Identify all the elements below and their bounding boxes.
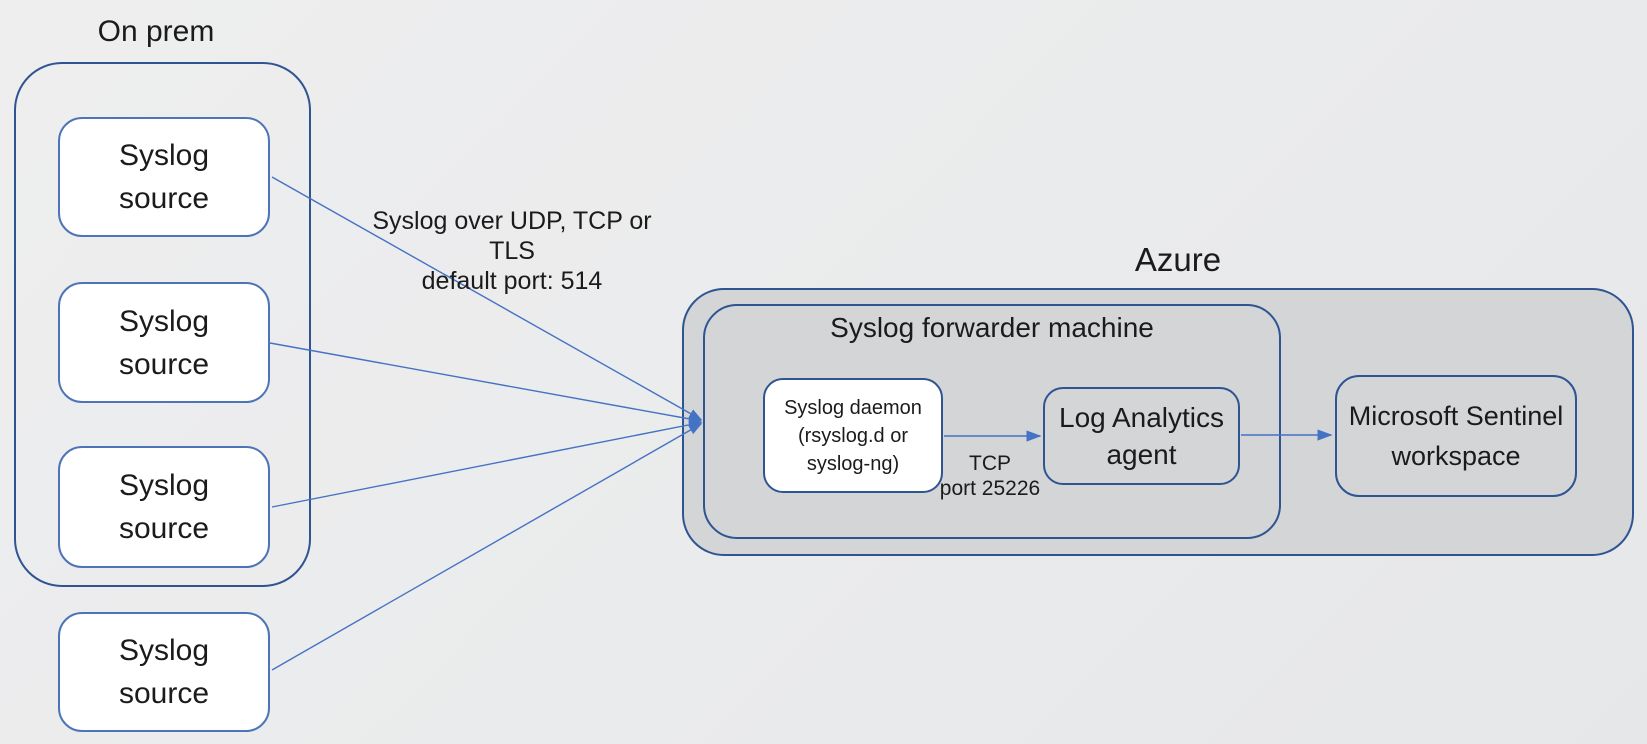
tcp-port-label-line2: port 25226: [939, 477, 1041, 500]
syslog-transport-label-line2: default port: 514: [421, 267, 603, 295]
syslog-source-label: Syslog source: [118, 304, 210, 381]
sentinel-workspace-label-line1: Microsoft Sentinel: [1348, 401, 1564, 431]
azure-title: Azure: [1134, 241, 1222, 278]
on-prem-title: On prem: [97, 15, 215, 48]
tcp-port-label-line1: TCP: [969, 452, 1011, 475]
log-analytics-agent-box: Log Analytics agent: [1043, 387, 1240, 485]
syslog-daemon-label-line1: Syslog daemon: [784, 396, 922, 419]
syslog-connector-3: [271, 419, 703, 508]
syslog-daemon-label-line2: (rsyslog.d or: [797, 424, 909, 447]
microsoft-sentinel-workspace-box: Microsoft Sentinel workspace: [1335, 375, 1577, 497]
sentinel-workspace-label-line2: workspace: [1391, 441, 1521, 471]
syslog-daemon-label-line3: syslog-ng): [806, 452, 900, 475]
syslog-connector-4: [271, 423, 703, 671]
syslog-transport-label: Syslog over UDP, TCP or TLS default port…: [362, 206, 662, 296]
syslog-source-label: Syslog source: [118, 634, 210, 710]
syslog-source-box-3: Syslog source: [58, 446, 270, 568]
syslog-forwarder-machine-title: Syslog forwarder machine: [830, 312, 1154, 343]
log-analytics-agent-label-line2: agent: [1106, 439, 1177, 470]
log-analytics-agent-label-line1: Log Analytics: [1059, 402, 1224, 433]
syslog-source-label: Syslog source: [118, 139, 210, 215]
syslog-connector-2: [269, 342, 703, 424]
syslog-transport-label-line1: Syslog over UDP, TCP or TLS: [372, 207, 652, 265]
syslog-source-box-4: Syslog source: [58, 612, 270, 732]
syslog-daemon-box: Syslog daemon (rsyslog.d or syslog-ng): [763, 378, 943, 493]
tcp-port-label: TCP port 25226: [915, 451, 1065, 501]
syslog-source-box-1: Syslog source: [58, 117, 270, 237]
syslog-source-label: Syslog source: [118, 469, 210, 545]
syslog-source-box-2: Syslog source: [58, 282, 270, 403]
